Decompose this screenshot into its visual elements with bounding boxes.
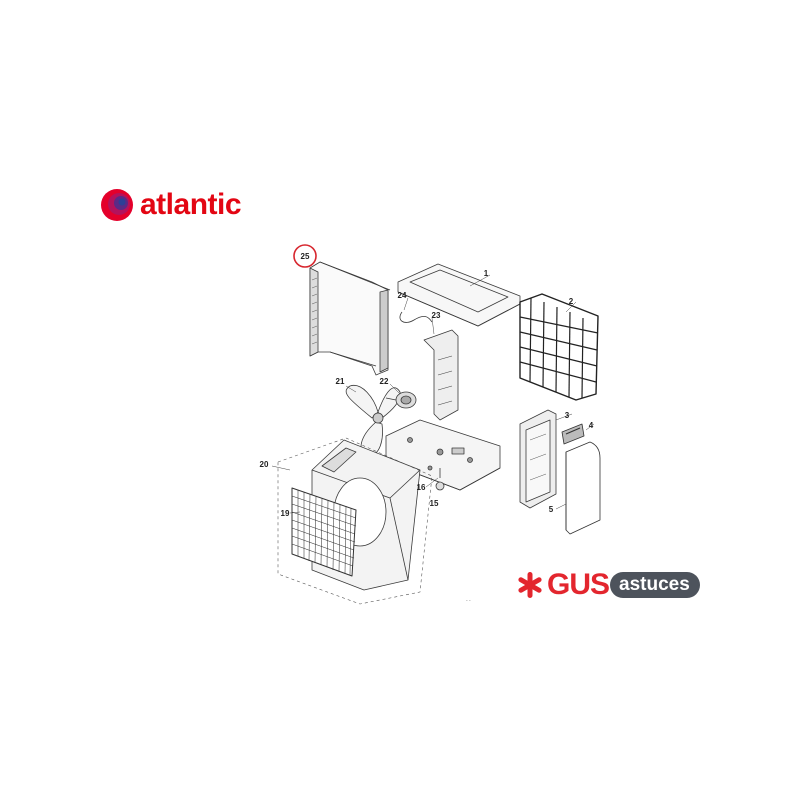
callout-22: 22 [380,377,389,386]
gus-wordmark: GUS [547,568,610,601]
callout-24: 24 [398,291,407,300]
atlantic-wordmark: atlantic [140,188,242,221]
callout-5: 5 [549,505,554,514]
top-cover [397,263,521,327]
atlantic-emblem-icon [101,189,133,221]
leader-lines [271,274,595,514]
callout-15: 15 [430,499,439,508]
service-panel [519,409,557,509]
callout-20: 20 [260,460,269,469]
callout-4: 4 [589,421,594,430]
callout-25: 25 [301,252,310,261]
rear-guard [519,293,599,401]
sensor-wire [399,311,433,323]
astuces-pill: astuces [610,572,700,598]
fan-blade [345,384,401,457]
gus-astuces-logo: GUS astuces [515,570,700,600]
front-grille [291,487,357,577]
asterisk-icon [518,572,542,598]
coil-bracket [423,329,459,421]
atlantic-logo: atlantic [100,188,242,222]
callout-23: 23 [432,311,441,320]
callout-1: 1 [484,269,489,278]
callout-2: 2 [569,297,574,306]
side-cover [565,441,601,535]
callout-3: 3 [565,411,570,420]
callout-16: 16 [417,483,426,492]
highlight-ring [293,244,317,268]
handle-cover [561,423,585,445]
condenser-coil [309,261,391,376]
callout-21: 21 [336,377,345,386]
callout-19: 19 [281,509,290,518]
svg-text:- -: - - [466,598,471,604]
drain-plug [435,468,445,491]
fan-motor [385,391,417,409]
